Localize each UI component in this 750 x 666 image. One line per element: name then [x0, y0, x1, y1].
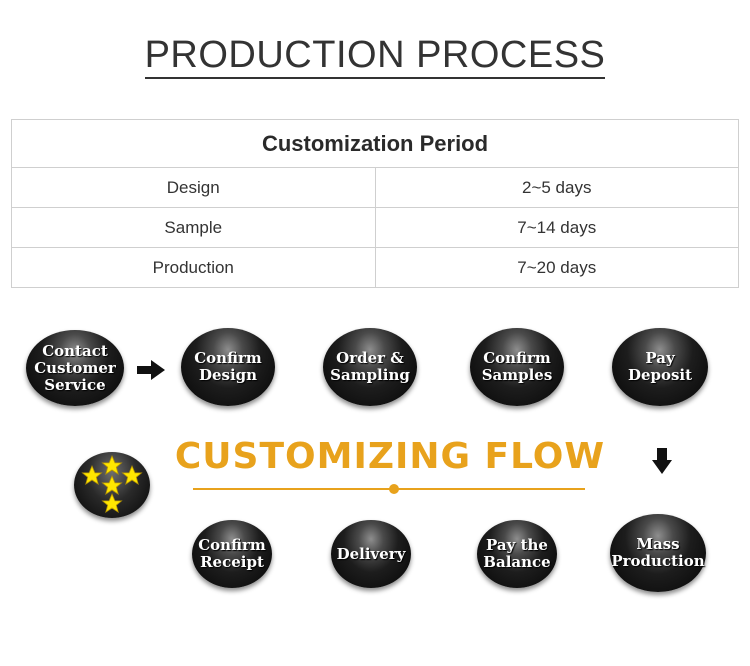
step-confirm-receipt: Confirm Receipt	[192, 520, 272, 588]
duration-cell: 7~20 days	[374, 247, 739, 288]
table-row: Sample 7~14 days	[11, 207, 739, 248]
step-confirm-design: Confirm Design	[181, 328, 275, 406]
table-row: Design 2~5 days	[11, 167, 739, 208]
table-header-row: Customization Period	[11, 119, 739, 168]
customization-period-table: Customization Period Design 2~5 days Sam…	[11, 119, 739, 288]
stage-cell: Sample	[11, 207, 376, 248]
table-heading: Customization Period	[11, 119, 739, 168]
page-title-text: PRODUCTION PROCESS	[144, 34, 606, 79]
arrow-down-icon	[652, 448, 672, 474]
step-mass-production: Mass Production	[610, 514, 706, 592]
step-confirm-samples: Confirm Samples	[470, 328, 564, 406]
step-pay-deposit: Pay Deposit	[612, 328, 708, 406]
step-order-sampling: Order & Sampling	[323, 328, 417, 406]
arrow-right-icon	[137, 360, 165, 380]
stage-cell: Production	[11, 247, 376, 288]
table-row: Production 7~20 days	[11, 247, 739, 288]
flow-title-dot	[389, 484, 399, 494]
step-delivery: Delivery	[331, 520, 411, 588]
step-contact-customer-service: Contact Customer Service	[26, 330, 124, 406]
duration-cell: 2~5 days	[374, 167, 739, 208]
five-stars-icon	[74, 452, 150, 518]
step-pay-the-balance: Pay the Balance	[477, 520, 557, 588]
page-title: PRODUCTION PROCESS	[0, 34, 750, 79]
duration-cell: 7~14 days	[374, 207, 739, 248]
customizing-flow-title: CUSTOMIZING FLOW	[174, 436, 606, 477]
stage-cell: Design	[11, 167, 376, 208]
